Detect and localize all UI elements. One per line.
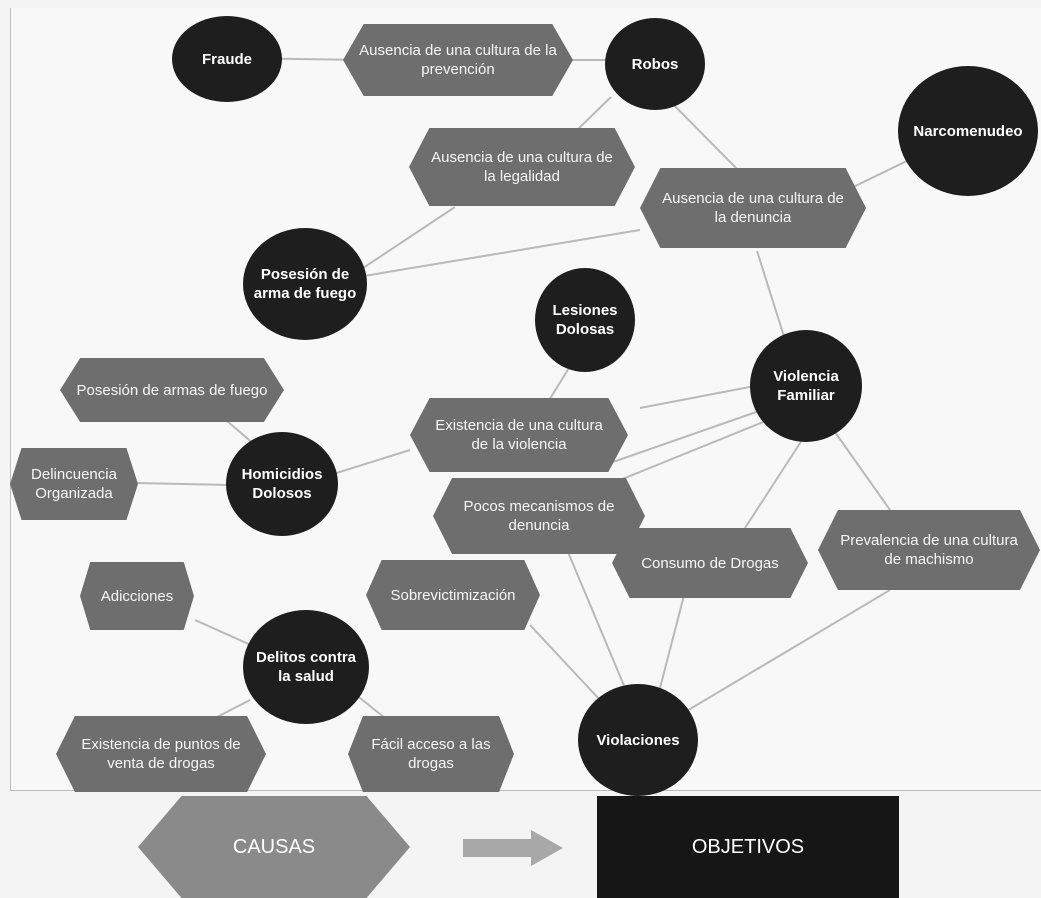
cause-adicciones: Adicciones xyxy=(80,562,194,630)
cause-posesion-armas: Posesión de armas de fuego xyxy=(60,358,284,422)
cause-pocos-mecanismos: Pocos mecanismos de denuncia xyxy=(433,478,645,554)
objective-robos: Robos xyxy=(605,18,705,110)
objective-violaciones: Violaciones xyxy=(578,684,698,796)
objective-fraude: Fraude xyxy=(172,16,282,102)
objective-lesiones: Lesiones Dolosas xyxy=(535,268,635,372)
cause-puntos-venta: Existencia de puntos de venta de drogas xyxy=(56,716,266,792)
cause-ausencia-legalidad: Ausencia de una cultura de la legalidad xyxy=(409,128,635,206)
cause-sobrevictimizacion: Sobrevictimización xyxy=(366,560,540,630)
objective-homicidios: Homicidios Dolosos xyxy=(226,432,338,536)
objective-posesion-arma: Posesión de arma de fuego xyxy=(243,228,367,340)
objective-narcomenudeo: Narcomenudeo xyxy=(898,66,1038,196)
legend-causes: CAUSAS xyxy=(138,796,410,898)
cause-ausencia-denuncia: Ausencia de una cultura de la denuncia xyxy=(640,168,866,248)
cause-delincuencia-organizada: Delincuencia Organizada xyxy=(10,448,138,520)
objective-delitos-salud: Delitos contra la salud xyxy=(243,610,369,724)
objective-violencia-familiar: Violencia Familiar xyxy=(750,330,862,442)
legend-objectives: OBJETIVOS xyxy=(597,796,899,898)
arrow-right-icon xyxy=(463,830,563,866)
cause-facil-acceso: Fácil acceso a las drogas xyxy=(348,716,514,792)
cause-machismo: Prevalencia de una cultura de machismo xyxy=(818,510,1040,590)
cause-consumo-drogas: Consumo de Drogas xyxy=(612,528,808,598)
cause-cultura-violencia: Existencia de una cultura de la violenci… xyxy=(410,398,628,472)
cause-ausencia-prevencion: Ausencia de una cultura de la prevención xyxy=(343,24,573,96)
